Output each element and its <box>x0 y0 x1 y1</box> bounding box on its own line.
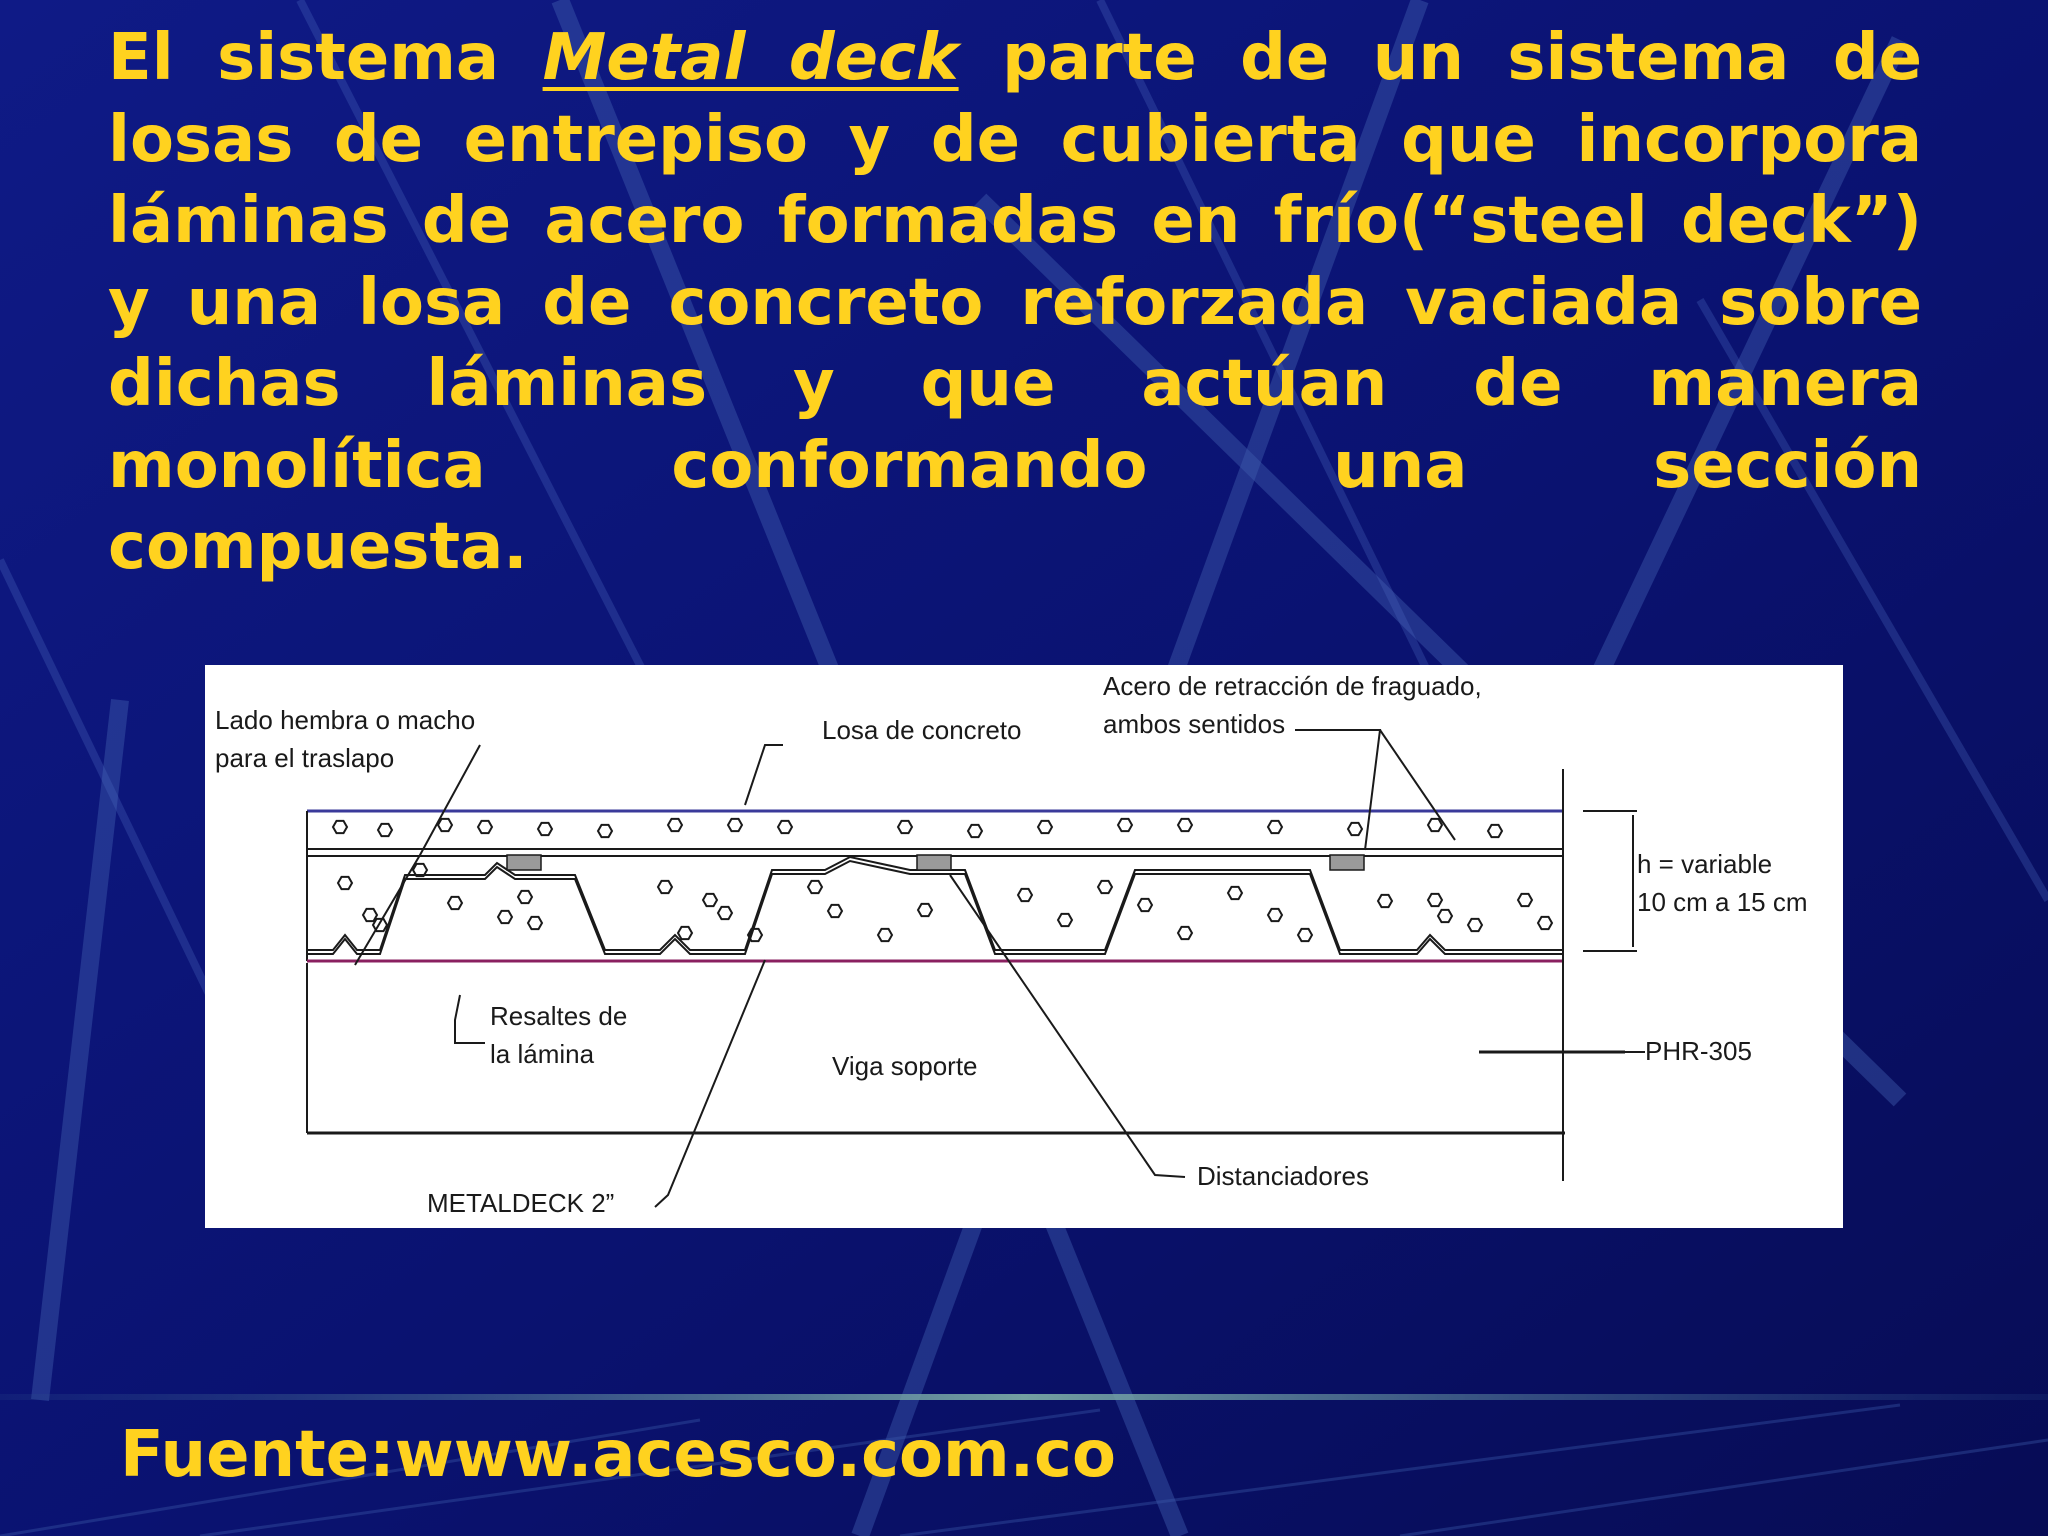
metal-deck-diagram: Lado hembra o macho para el traslapo Los… <box>215 671 1808 1218</box>
label-acero-2: ambos sentidos <box>1103 709 1285 739</box>
paragraph-line-3: láminas de acero formadas en frío(“steel… <box>108 184 1922 258</box>
label-distanciadores: Distanciadores <box>1197 1161 1369 1191</box>
aggregate-particle <box>1016 887 1034 903</box>
label-h-range: 10 cm a 15 cm <box>1637 887 1808 917</box>
label-viga-soporte: Viga soporte <box>832 1051 978 1081</box>
aggregate-particle <box>1426 817 1444 833</box>
diagram-panel: Lado hembra o macho para el traslapo Los… <box>205 665 1843 1228</box>
aggregate-particle <box>1056 912 1074 928</box>
aggregate-particle <box>336 875 354 891</box>
aggregate-particle <box>876 927 894 943</box>
label-acero-1: Acero de retracción de fraguado, <box>1103 671 1482 701</box>
aggregate-particle <box>776 819 794 835</box>
aggregate-particle <box>1266 907 1284 923</box>
aggregate-particle <box>1346 821 1364 837</box>
aggregate-particle <box>1176 925 1194 941</box>
aggregate-particle <box>331 819 349 835</box>
aggregate-particle <box>536 821 554 837</box>
label-phr-305: PHR-305 <box>1645 1036 1752 1066</box>
aggregate-particle <box>1466 917 1484 933</box>
aggregate-particle <box>371 917 389 933</box>
aggregate-particle <box>916 902 934 918</box>
aggregate-particle <box>1116 817 1134 833</box>
text-el-sistema: El sistema <box>108 21 500 95</box>
aggregate-particle <box>676 925 694 941</box>
aggregate-particle <box>411 862 429 878</box>
aggregate-particle <box>361 907 379 923</box>
aggregate-particle <box>596 823 614 839</box>
aggregate-particle <box>716 905 734 921</box>
label-lado-1: Lado hembra o macho <box>215 705 475 735</box>
aggregate-particle <box>1426 892 1444 908</box>
label-h-variable: h = variable <box>1637 849 1772 879</box>
aggregate-particle <box>476 819 494 835</box>
paragraph-line-2: losas de entrepiso y de cubierta que inc… <box>108 102 1922 177</box>
aggregate-particle <box>826 903 844 919</box>
aggregate-particle <box>526 915 544 931</box>
aggregate-particle <box>1436 908 1454 924</box>
aggregate-particle <box>1296 927 1314 943</box>
source-footer: Fuente:www.acesco.com.co <box>120 1418 1116 1492</box>
label-resaltes-2: la lámina <box>490 1039 595 1069</box>
aggregate-particle <box>701 892 719 908</box>
paragraph-line-4: y una losa de concreto reforzada vaciada… <box>108 265 1922 340</box>
paragraph-line-1: El sistema Metal deck parte de un sistem… <box>108 18 1922 100</box>
aggregate-particle <box>726 817 744 833</box>
paragraph-line-7: compuesta. <box>108 510 528 584</box>
aggregate-particle <box>656 879 674 895</box>
aggregate-particle <box>1516 892 1534 908</box>
aggregate-particle <box>966 823 984 839</box>
label-metaldeck: METALDECK 2” <box>427 1188 614 1218</box>
aggregate-particle <box>1376 893 1394 909</box>
aggregate-particle <box>896 819 914 835</box>
text-parte-de: parte de un sistema de <box>1002 21 1923 95</box>
aggregate-particle <box>1136 897 1154 913</box>
aggregate-particle <box>1486 823 1504 839</box>
paragraph-line-5: dichas láminas y que actúan de manera <box>108 347 1922 421</box>
aggregate-particle <box>746 927 764 943</box>
label-losa-concreto: Losa de concreto <box>822 715 1021 745</box>
aggregate-particle <box>1096 879 1114 895</box>
aggregate-particle <box>666 817 684 833</box>
aggregate-particle <box>1036 819 1054 835</box>
aggregate-particle <box>516 889 534 905</box>
aggregate-particle <box>1176 817 1194 833</box>
aggregate-particle <box>1266 819 1284 835</box>
aggregate-particle <box>376 822 394 838</box>
aggregate-particle <box>446 895 464 911</box>
label-lado-2: para el traslapo <box>215 743 394 773</box>
concrete-aggregate <box>331 817 1554 943</box>
aggregate-particle <box>1226 885 1244 901</box>
metal-deck-emphasis: Metal deck <box>542 21 959 95</box>
label-resaltes-1: Resaltes de <box>490 1001 627 1031</box>
main-paragraph: El sistema Metal deck parte de un sistem… <box>108 18 1922 589</box>
aggregate-particle <box>806 879 824 895</box>
paragraph-line-6: monolítica conformando una sección <box>108 428 1922 503</box>
aggregate-particle <box>436 817 454 833</box>
aggregate-particle <box>1536 915 1554 931</box>
aggregate-particle <box>496 909 514 925</box>
